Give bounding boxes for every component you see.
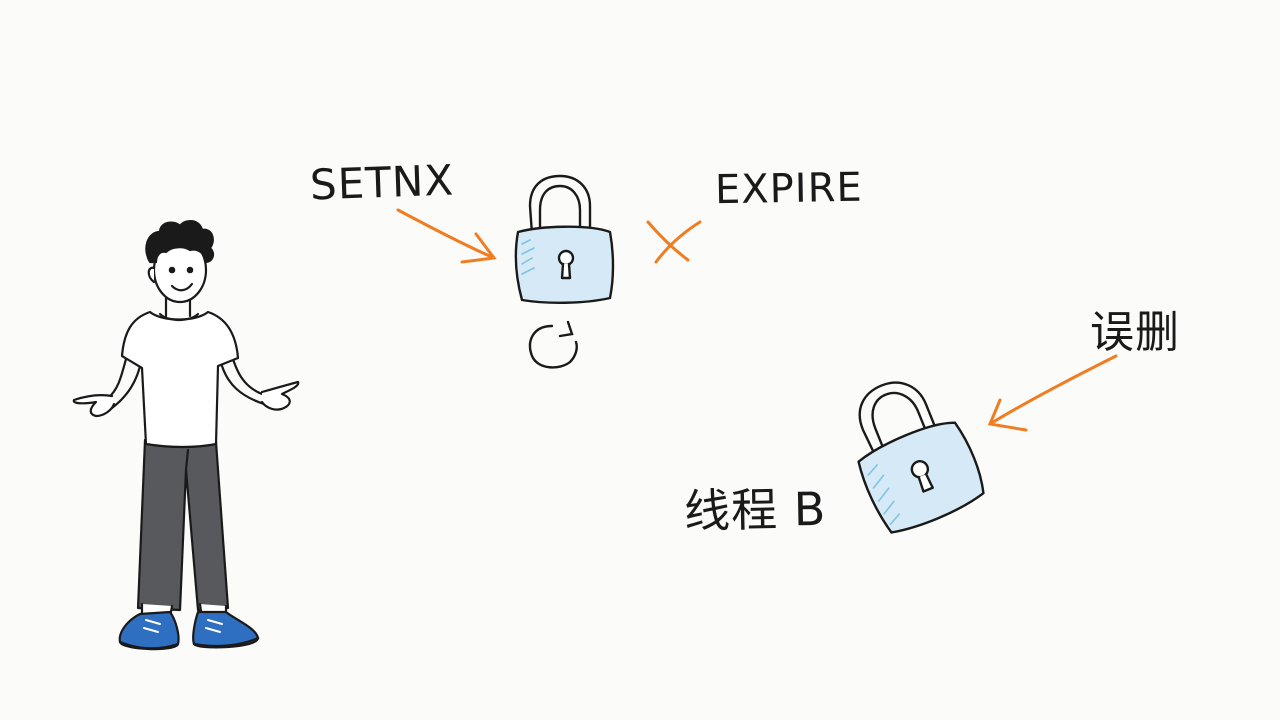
ear bbox=[147, 266, 156, 284]
padlock-bottom-shackle-inner bbox=[871, 391, 930, 455]
padlock-top-shackle-inner bbox=[538, 184, 582, 234]
label-mistaken-delete: 误删 bbox=[1090, 307, 1180, 358]
shirt-collar bbox=[158, 312, 200, 322]
hand-left bbox=[72, 394, 116, 418]
cross-mark-icon bbox=[646, 220, 702, 264]
padlock-top-shackle bbox=[528, 174, 592, 236]
pants bbox=[136, 438, 230, 612]
label-expire: EXPIRE bbox=[714, 164, 864, 214]
padlock-bottom bbox=[857, 381, 985, 534]
curly-hair bbox=[145, 220, 215, 264]
pants-seam bbox=[184, 448, 190, 472]
arrow-delete-to-lock bbox=[987, 354, 1118, 432]
shoe-left bbox=[118, 610, 180, 651]
shoe-left-laces bbox=[143, 619, 161, 633]
padlock-top-keyhole-slot bbox=[560, 262, 572, 280]
label-thread-b: 线程 B bbox=[683, 481, 827, 539]
eye-right bbox=[186, 266, 194, 274]
arrow-setnx-to-lock bbox=[396, 208, 497, 264]
shirt bbox=[120, 310, 240, 449]
padlock-top-hatching bbox=[521, 239, 535, 275]
circular-arrow-icon bbox=[528, 320, 578, 369]
padlock-bottom-hatching bbox=[867, 464, 901, 526]
padlock-top bbox=[514, 174, 615, 304]
label-setnx: SETNX bbox=[309, 155, 455, 210]
shoe-right-sole bbox=[192, 636, 260, 648]
shoe-left-sole bbox=[118, 640, 180, 650]
padlock-bottom-keyhole-slot bbox=[917, 473, 934, 493]
smile bbox=[170, 282, 194, 292]
neck bbox=[164, 296, 192, 318]
eye-left bbox=[168, 266, 176, 274]
padlock-top-keyhole bbox=[557, 249, 575, 267]
shoe-right-laces bbox=[205, 619, 223, 633]
person-presenting-icon bbox=[72, 220, 300, 651]
hand-right bbox=[260, 380, 300, 411]
padlock-bottom-shackle bbox=[858, 381, 939, 460]
